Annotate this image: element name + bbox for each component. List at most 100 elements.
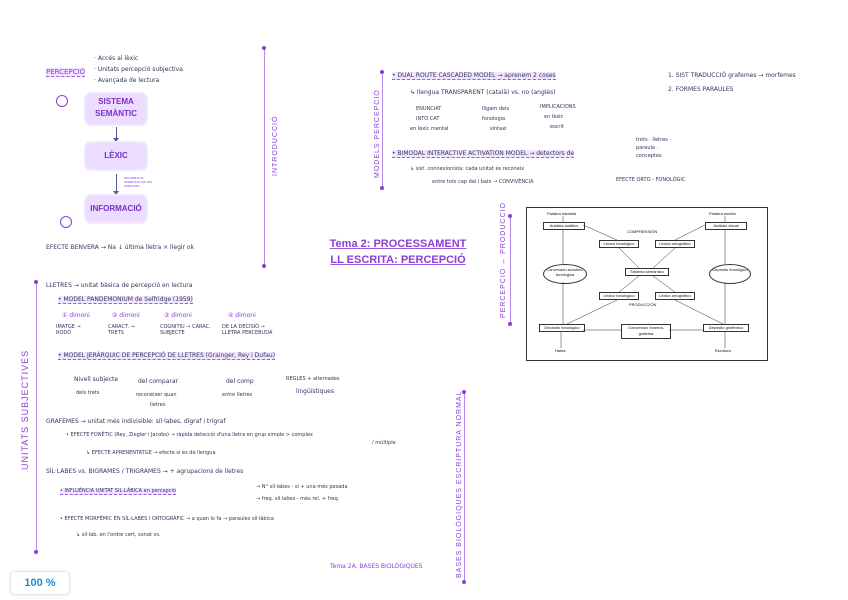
fig-sist-sem: Sistema semántico xyxy=(625,268,669,276)
footer-label: Tema 2A. BASES BIOLÒGIQUES xyxy=(330,563,423,570)
fig-dep-fon: Depósito fonológico xyxy=(539,324,585,332)
section-title-percepcio: PERCEPCIÓ ↔ PRODUCCIÓ xyxy=(500,202,507,318)
models-bimodal-tags: trets · lletres · paraula · conceptes xyxy=(636,137,671,159)
jerarquic-3: del comp xyxy=(226,378,254,385)
pandemonium-step-2: ② dimoni xyxy=(112,312,140,319)
pandemonium-step-4: ④ dimoni xyxy=(228,312,256,319)
pandemonium-step-4b: DE LA DECISIÓ → LLETRA PERCEBUDA xyxy=(222,324,273,336)
unitats-efecte-aprenentatge: ↳ EFECTE APRENENTATGE → efecte si és de … xyxy=(86,450,216,456)
efecte-fonetic-text: • EFECTE FONÈTIC (Rey, Ziegler i Jacobs)… xyxy=(66,432,313,438)
unitats-lletres: LLETRES → unitat bàsica de percepció en … xyxy=(46,282,193,289)
arrow-down xyxy=(113,127,119,142)
section-title-introduccio: INTRODUCCIÓ xyxy=(272,115,279,176)
models-enunciat-2: INTO CAT xyxy=(416,116,440,122)
models-implicacions-3: escrit xyxy=(550,124,564,130)
jerarquic-2: del comparar xyxy=(138,378,178,385)
rule-dot xyxy=(380,186,384,190)
models-bimodal-sub2: entre tots cap dal i baix → CONVIVÈNCIA xyxy=(432,179,534,185)
fig-produccion: PRODUCCIÓN xyxy=(629,302,657,307)
title-line-1: Tema 2: PROCESSAMENT xyxy=(329,238,467,250)
rule-dot xyxy=(34,280,38,284)
section-rule-intro xyxy=(264,48,265,266)
title-line-2: LL ESCRITA: PERCEPCIÓ xyxy=(330,254,466,266)
box-sistema-semantic: SISTEMA SEMÀNTIC xyxy=(86,94,146,124)
jerarquic-2c: lletres xyxy=(150,402,166,408)
unitats-efecte-morfemic-2: ↳ síl·lab. en l'ordre cert, sonat vs. xyxy=(76,532,161,538)
intro-list-2: · Unitats percepció subjectiva xyxy=(94,66,183,73)
models-dual-route: • DUAL ROUTE CASCADED MODEL → aprenem 2 … xyxy=(392,72,556,80)
pandemonium-step-1b: IMATGE → RODÓ xyxy=(56,324,81,336)
jerarquic-text: • MODEL JERÀRQUIC DE PERCEPCIÓ DE LLETRE… xyxy=(58,352,276,360)
section-title-unitats: UNITATS SUBJECTIVES xyxy=(20,349,30,470)
fig-top-left: Palabra hablada xyxy=(547,211,577,216)
fig-dep-graf: Depósito grafémico xyxy=(703,324,749,332)
rule-dot xyxy=(34,550,38,554)
rule-dot xyxy=(380,70,384,74)
models-enunciat: ENUNCIAT xyxy=(416,106,442,112)
models-bimodal-sub1: ↳ sist. connexionista: cada unitat és re… xyxy=(410,166,525,172)
fig-an-visual: Análisis visual xyxy=(705,222,747,230)
intro-small-note: RECONEIX EL SIGNIFICAT DE LES PARAULES xyxy=(124,176,153,188)
bimodal-text: • BIMODAL INTERACTIVE ACTIVATION MODEL →… xyxy=(392,150,575,158)
unitats-jerarquic: • MODEL JERÀRQUIC DE PERCEPCIÓ DE LLETRE… xyxy=(58,352,276,360)
models-dual-sub: ↳ llengua TRANSPARENT (català) vs. no (a… xyxy=(410,89,556,96)
unitats-influencia: • INFLUÈNCIA UNITAT SIL·LÀBICA en percep… xyxy=(60,488,176,495)
fig-connectors xyxy=(560,216,726,348)
section-rule-unitats xyxy=(36,282,37,552)
unitats-pandemonium: • MODEL PANDEMONIUM de Selfridge (1959) xyxy=(58,296,193,304)
fig-an-auditivo: Análisis auditivo xyxy=(543,222,585,230)
fig-comprension: COMPRENSIÓN xyxy=(627,229,658,234)
intro-efecte: EFECTE BENVERA → Na ↓ última lletra × ll… xyxy=(46,244,195,251)
section-title-models: MODELS PERCEPCIÓ xyxy=(374,89,381,178)
jerarquic-3b: entre lletres xyxy=(222,392,253,398)
fig-escritura: Escritura xyxy=(715,348,731,353)
rule-dot xyxy=(462,580,466,584)
fig-top-right: Palabra escrita xyxy=(709,211,736,216)
pandemonium-step-2b: CARACT. → TRETS xyxy=(108,324,135,336)
intro-list-1: · Accés al lèxic xyxy=(94,55,139,62)
jerarquic-4b: lingüístiques xyxy=(296,388,334,395)
jerarquic-1b: dels trets xyxy=(76,390,100,396)
jerarquic-1: Nivell subjecte xyxy=(74,376,119,383)
section-rule-models xyxy=(382,72,383,188)
fig-lex-orto-2: Léxico ortográfico xyxy=(655,292,695,300)
influencia-text: • INFLUÈNCIA UNITAT SIL·LÀBICA en percep… xyxy=(60,488,176,495)
models-lligam-3: sintaxi xyxy=(490,126,507,132)
models-implicacions: IMPLICACIONS xyxy=(540,104,576,110)
pandemonium-step-1: ① dimoni xyxy=(62,312,90,319)
rule-dot xyxy=(462,390,466,394)
box-lexic: LÈXIC xyxy=(86,143,146,169)
fig-lex-orto: Léxico ortográfico xyxy=(655,240,695,248)
unitats-efecte-morfemic: • EFECTE MORFÈMIC EN SÍL·LABES I ORTOGRÀ… xyxy=(60,516,274,522)
circle-arrow-icon xyxy=(56,95,68,107)
unitats-sillabes: SÍL·LABES vs. BIGRAMES / TRIGRAMES → + a… xyxy=(46,468,244,475)
rule-dot xyxy=(262,46,266,50)
models-implicacions-2: en lèxic xyxy=(544,114,564,120)
fig-conv-fg: Conversión fonema-grafema xyxy=(621,324,671,339)
section-rule-bases xyxy=(464,392,465,582)
fig-conv-acu: Conversión acústico-fonológica xyxy=(543,264,587,284)
pandemonium-text: • MODEL PANDEMONIUM de Selfridge (1959) xyxy=(58,296,193,304)
unitats-efecte-fonetic: • EFECTE FONÈTIC (Rey, Ziegler i Jacobs)… xyxy=(66,432,313,438)
models-enunciat-3: en lèxic mental xyxy=(410,126,449,132)
rule-dot xyxy=(508,214,512,218)
intro-list-3: · Avançada de lectura xyxy=(94,77,160,84)
fig-lex-fono-2: Léxico fonológico xyxy=(599,292,639,300)
fig-dos-aux: Depósito fonológico xyxy=(709,264,751,284)
section-title-bases: BASES BIOLÒGIQUES ESCRIPTURA NORMAL xyxy=(456,390,463,578)
section-rule-percepcio xyxy=(510,216,511,324)
fig-lex-fono: Léxico fonológico xyxy=(599,240,639,248)
influencia-a: → N° síl·labes - si + una més pesada xyxy=(256,484,348,490)
jerarquic-2b: reconèixer quan xyxy=(136,392,177,398)
models-lligam-2: fonologia xyxy=(482,116,506,122)
pandemonium-step-3: ③ dimoni xyxy=(164,312,192,319)
page-title: Tema 2: PROCESSAMENT LL ESCRITA: PERCEPC… xyxy=(308,236,488,268)
models-dual-2: 2. FORMES PARAULES xyxy=(668,86,734,93)
models-bimodal-sub3: EFECTE ORTO - FONOLÒGIC xyxy=(616,177,686,183)
dual-route-figure: Palabra hablada Palabra escrita Análisis… xyxy=(526,207,768,361)
models-lligam: lligam dels xyxy=(482,106,510,112)
zoom-indicator[interactable]: 100 % xyxy=(11,572,69,594)
influencia-b: → freq. síl·labes - més rel. + freq. xyxy=(256,496,340,502)
jerarquic-4: REGLES + alternades xyxy=(286,376,340,382)
models-dual-1: 1. SIST TRADUCCIÓ grafemes → morfemes xyxy=(668,72,796,79)
